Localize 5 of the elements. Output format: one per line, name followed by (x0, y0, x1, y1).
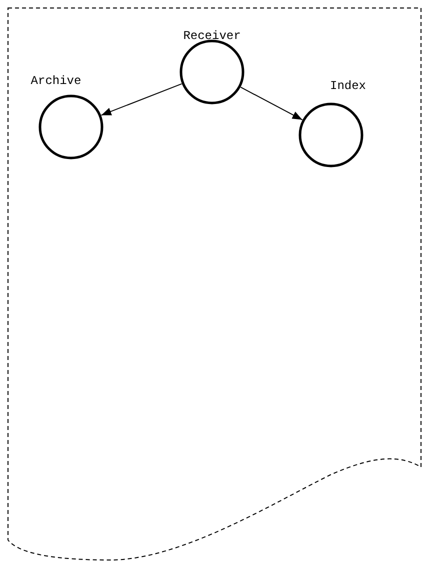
node-label: Receiver (183, 29, 241, 43)
node-label: Index (330, 79, 366, 93)
node-label: Archive (30, 74, 82, 88)
arrow (100, 83, 182, 116)
arrow (240, 86, 303, 120)
